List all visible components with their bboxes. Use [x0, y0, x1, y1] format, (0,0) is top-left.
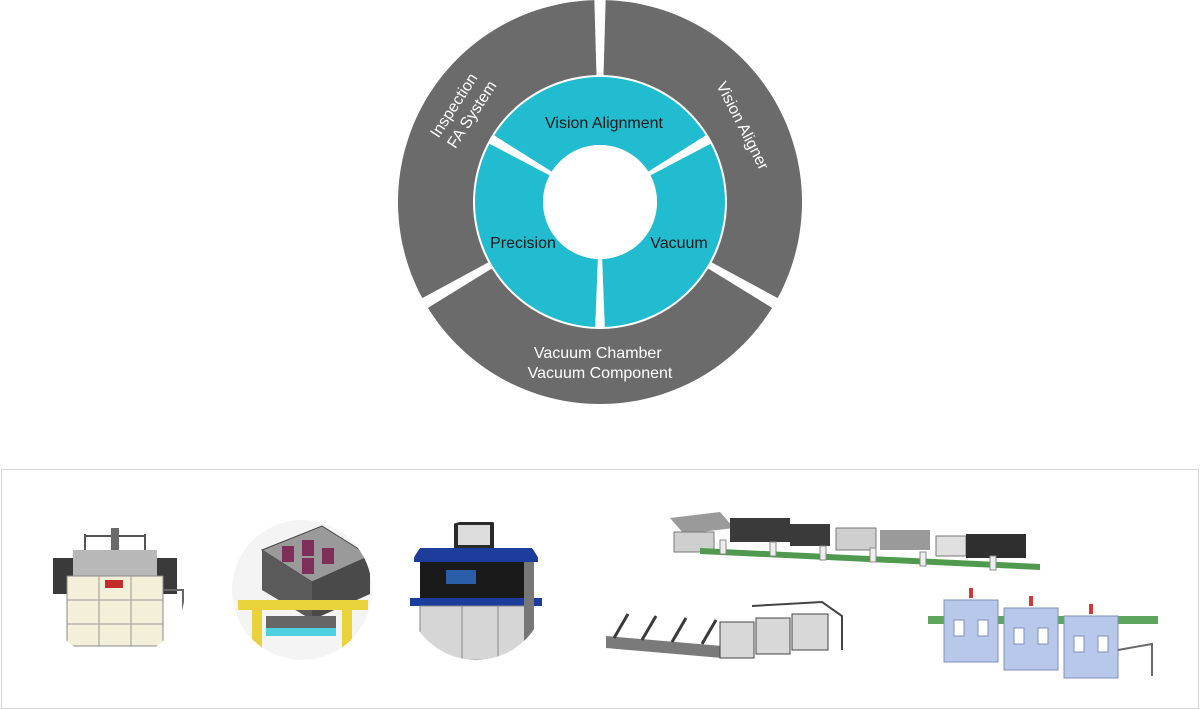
outer-segment-vision-aligner	[603, 0, 802, 299]
inner-segment-vacuum	[602, 143, 725, 327]
core-technology-diagram: Inspection FA System Vision Aligner Vacu…	[398, 0, 802, 404]
outer-label-vacuum: Vacuum Chamber Vacuum Component	[528, 345, 673, 382]
inspection-cells-image	[928, 584, 1158, 690]
inner-label-vacuum: Vacuum	[650, 235, 708, 252]
inner-label-precision: Precision	[490, 235, 556, 252]
inner-segment-vision-alignment	[494, 76, 706, 172]
conveyor-line-image	[602, 596, 847, 672]
vacuum-component-assembly-image	[232, 520, 372, 660]
inner-segment-precision	[474, 143, 598, 327]
outer-segment-vacuum	[427, 268, 773, 404]
outer-segment-inspection	[398, 0, 597, 299]
vision-aligner-machine-image	[406, 520, 546, 660]
inner-label-vision-alignment: Vision Alignment	[545, 115, 664, 132]
center-hole	[543, 145, 657, 259]
production-line-image	[660, 508, 1050, 580]
vacuum-chamber-machine-image	[45, 520, 185, 660]
